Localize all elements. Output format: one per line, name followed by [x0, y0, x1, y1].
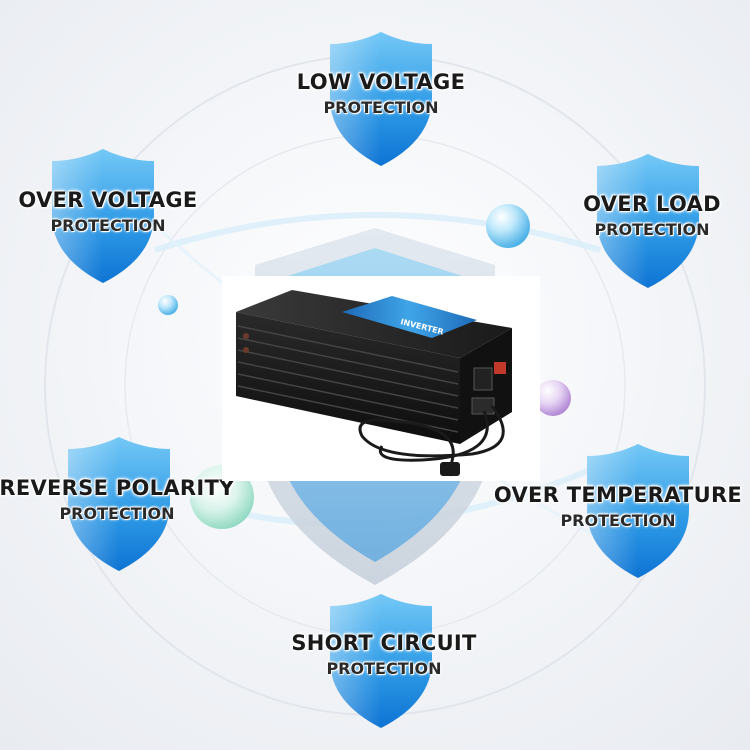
feature-subtitle: PROTECTION — [50, 216, 166, 235]
feature-title: OVER VOLTAGE — [18, 188, 198, 212]
feature-over-voltage: OVER VOLTAGE PROTECTION — [0, 188, 248, 235]
feature-subtitle: PROTECTION — [326, 659, 442, 678]
feature-over-temperature: OVER TEMPERATURE PROTECTION — [478, 483, 750, 530]
feature-subtitle: PROTECTION — [594, 220, 710, 239]
product-photo: INVERTER — [222, 276, 540, 481]
power-inverter-icon: INVERTER — [236, 290, 512, 477]
feature-title: OVER TEMPERATURE — [493, 483, 743, 507]
feature-subtitle: PROTECTION — [560, 511, 676, 530]
feature-title: REVERSE POLARITY — [0, 476, 235, 500]
feature-short-circuit: SHORT CIRCUIT PROTECTION — [244, 631, 524, 678]
feature-low-voltage: LOW VOLTAGE PROTECTION — [241, 70, 521, 117]
feature-title: SHORT CIRCUIT — [291, 631, 477, 655]
feature-subtitle: PROTECTION — [323, 98, 439, 117]
feature-subtitle: PROTECTION — [59, 504, 175, 523]
feature-title: LOW VOLTAGE — [296, 70, 466, 94]
feature-title: OVER LOAD — [583, 192, 721, 216]
feature-reverse-polarity: REVERSE POLARITY PROTECTION — [0, 476, 257, 523]
feature-over-load: OVER LOAD PROTECTION — [512, 192, 750, 239]
